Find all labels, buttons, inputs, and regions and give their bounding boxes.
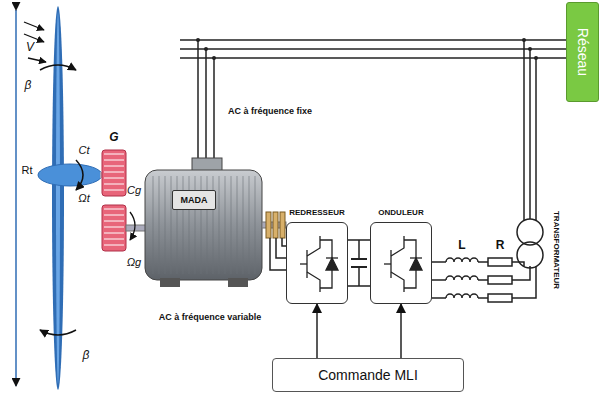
rotor-wires: [270, 238, 286, 270]
voltage-type-label: AC à fréquence fixe: [228, 107, 312, 117]
voltage-type-label: AC à fréquence variable: [159, 313, 262, 323]
pitch-angle-label: β: [83, 349, 90, 362]
wind-speed-label: V: [26, 41, 34, 54]
generator-body: [145, 158, 286, 287]
gearbox-label: G: [109, 131, 118, 144]
speed-label: Ωg: [127, 256, 142, 268]
control-arrow: [316, 304, 318, 358]
node-text: MADA: [181, 195, 208, 205]
pwm-control-box: Commande MLI: [272, 358, 464, 392]
node-text: Commande MLI: [318, 367, 418, 383]
control-arrow: [400, 304, 402, 358]
inductor-label: L: [458, 239, 465, 252]
transformer-symbol: [517, 219, 543, 268]
igbt-symbols: [300, 236, 422, 292]
line-filter: [432, 258, 536, 302]
radius-label: Rt: [22, 164, 33, 176]
converter-heading: ONDULEUR: [378, 208, 423, 217]
speed-label: Ωt: [78, 192, 89, 204]
dc-capacitor: [351, 240, 367, 286]
grid-box: Réseau: [566, 2, 599, 102]
gearbox: [102, 150, 146, 251]
resistor-label: R: [496, 239, 505, 252]
converter-heading: REDRESSEUR: [289, 208, 345, 217]
torque-label: Ct: [79, 144, 90, 156]
torque-label: Cg: [127, 184, 141, 196]
wind-turbine: [16, 6, 106, 390]
inverter-box: ONDULEUR: [370, 222, 432, 304]
generator-plate: MADA: [172, 190, 216, 210]
dc-link: [348, 240, 370, 286]
node-text: Réseau: [575, 28, 591, 76]
rectifier-box: REDRESSEUR: [286, 222, 348, 304]
transformer-label: TRANSFORMATEUR: [552, 211, 561, 289]
pitch-angle-label: β: [25, 79, 32, 92]
